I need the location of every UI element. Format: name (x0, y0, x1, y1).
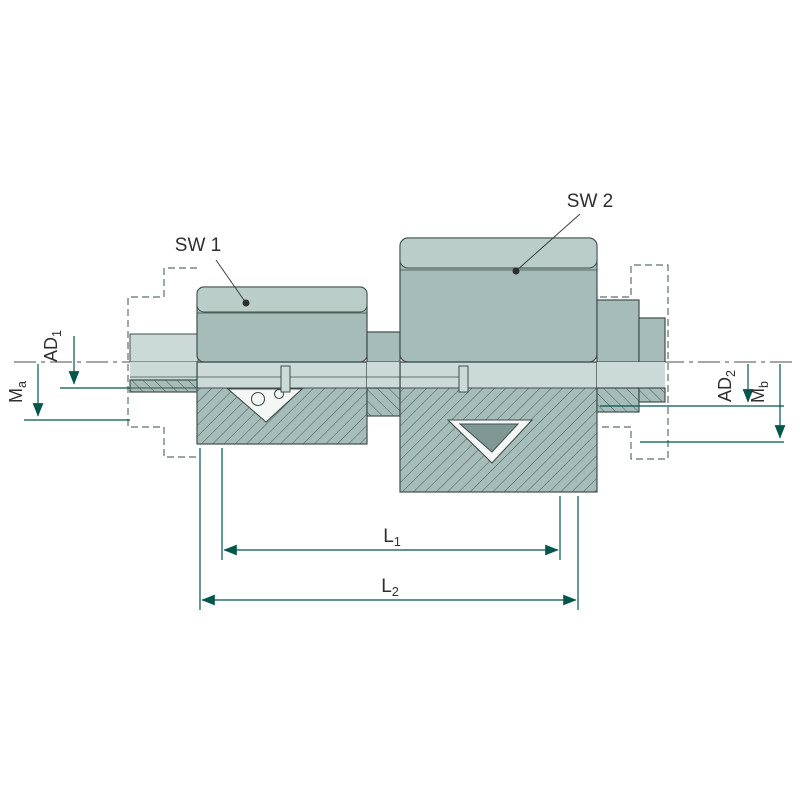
dim-ad1: AD1 (41, 330, 130, 389)
neck-bore (367, 362, 400, 388)
right-step-hatch (639, 388, 665, 402)
bore-details (130, 365, 665, 393)
connector-neck (366, 331, 401, 417)
dim-sw1: SW 1 (175, 235, 250, 307)
label-ad1: AD1 (41, 330, 64, 362)
right-nut-bore (401, 363, 596, 388)
right-step-bore (639, 362, 665, 388)
left-nut-highlight (196, 286, 368, 313)
left-hidden-contour (127, 267, 197, 458)
label-l2: L2 (381, 576, 399, 599)
right-nut (399, 237, 598, 493)
label-l1: L1 (383, 526, 401, 549)
right-stub-bore (597, 362, 639, 388)
left-tube-stub (129, 333, 199, 393)
dim-mb: Mb (640, 364, 786, 443)
label-sw2: SW 2 (567, 191, 613, 212)
sw1-leader-line (215, 259, 247, 304)
dim-ma: Ma (6, 364, 130, 421)
right-hidden-contour (600, 264, 669, 460)
neck-top (366, 331, 401, 363)
right-nut-highlight (399, 237, 598, 269)
neck-hatch (367, 388, 400, 416)
right-stub-top (596, 299, 640, 363)
right-end-stub (596, 299, 666, 413)
left-tube-top (129, 333, 199, 363)
right-stub-hatch (597, 388, 639, 412)
label-ad2: AD2 (715, 370, 738, 402)
cutting-ring-cone (226, 388, 304, 423)
right-cone (458, 423, 520, 453)
dim-sw2: SW 2 (512, 191, 613, 275)
cutting-ring-ball-large (250, 391, 266, 407)
sw1-leader-dot (242, 299, 250, 307)
dim-l2: L2 (199, 448, 579, 610)
left-tube-bore (130, 362, 198, 380)
right-stub-step (638, 317, 666, 363)
tube-end-pin-right (458, 365, 469, 393)
dim-ad2: AD2 (600, 364, 784, 407)
label-mb: Mb (748, 381, 771, 403)
dim-l1: L1 (221, 448, 561, 560)
sw2-leader-dot (512, 267, 520, 275)
label-ma: Ma (6, 381, 29, 403)
label-sw1: SW 1 (175, 235, 221, 256)
left-tube-hatch (130, 380, 198, 392)
hidden-contours (127, 264, 669, 460)
sw2-leader-line (515, 213, 581, 272)
tube-end-pin-left (280, 365, 291, 393)
